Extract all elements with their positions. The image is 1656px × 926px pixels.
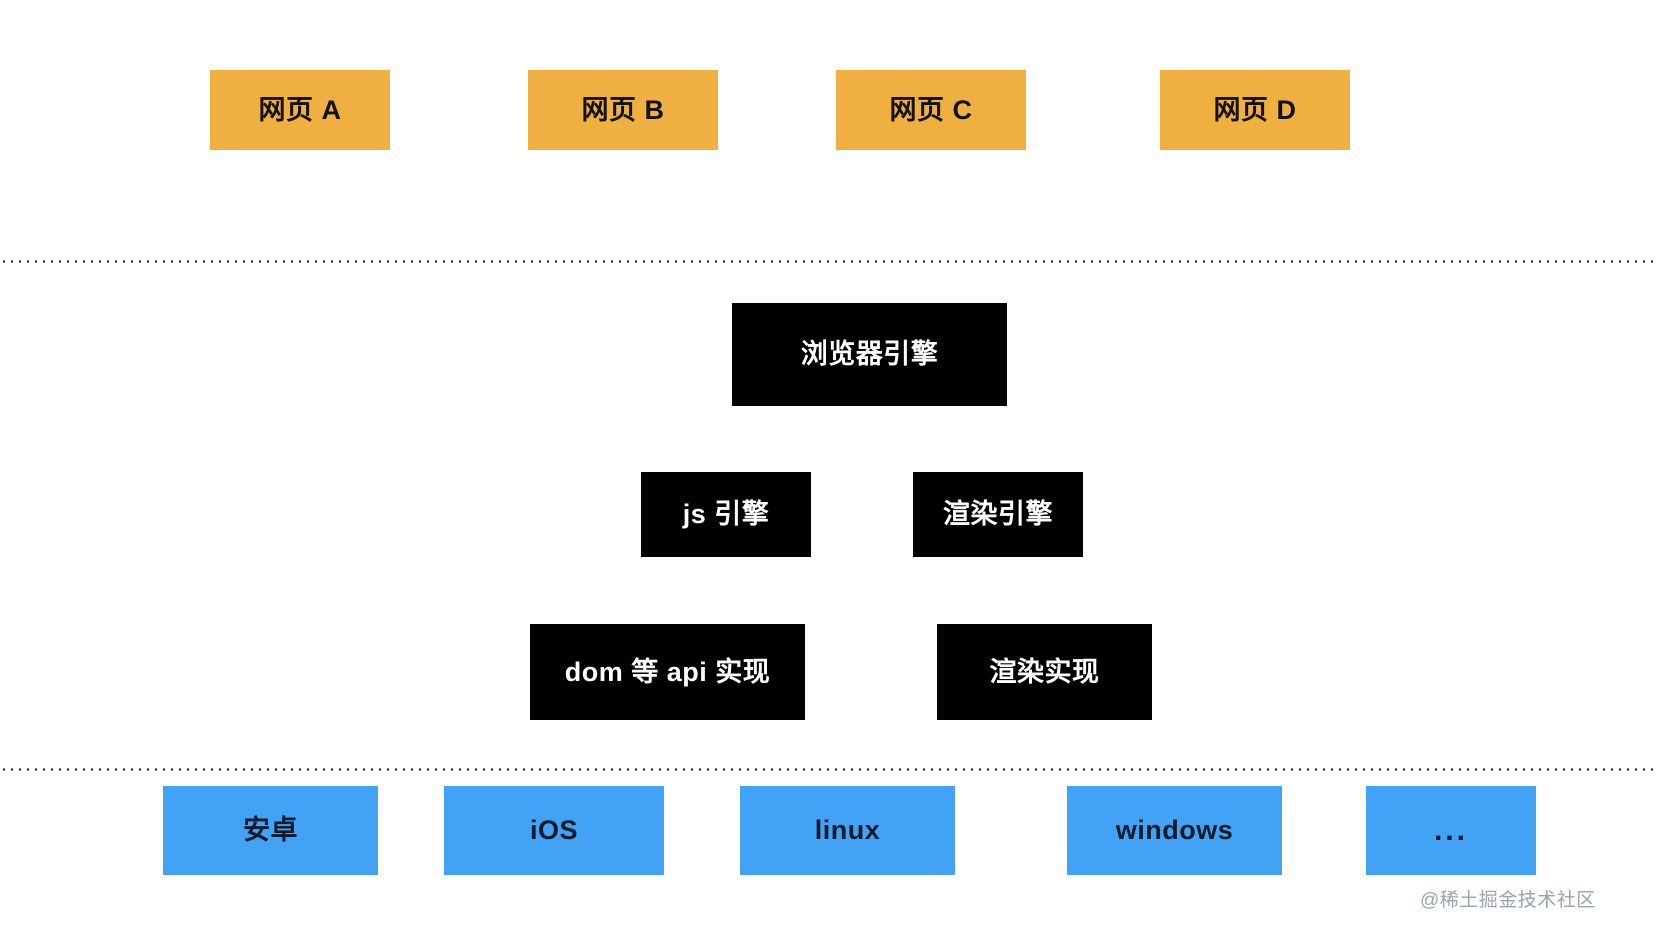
watermark: @稀土掘金技术社区 (1420, 890, 1596, 911)
os-box-ios: iOS (444, 786, 664, 875)
render-engine-box: 渲染引擎 (913, 472, 1083, 557)
os-box-android: 安卓 (163, 786, 378, 875)
divider-bottom (0, 768, 1656, 771)
web-page-box-d: 网页 D (1160, 70, 1350, 150)
os-box-more: ... (1366, 786, 1536, 875)
js-engine-box: js 引擎 (641, 472, 811, 557)
render-implementation-box: 渲染实现 (937, 624, 1152, 720)
web-page-box-a: 网页 A (210, 70, 390, 150)
dom-api-implementation-box: dom 等 api 实现 (530, 624, 805, 720)
browser-engine-box: 浏览器引擎 (732, 303, 1007, 406)
web-page-box-c: 网页 C (836, 70, 1026, 150)
os-box-windows: windows (1067, 786, 1282, 875)
os-box-linux: linux (740, 786, 955, 875)
web-page-box-b: 网页 B (528, 70, 718, 150)
divider-top (0, 260, 1656, 263)
